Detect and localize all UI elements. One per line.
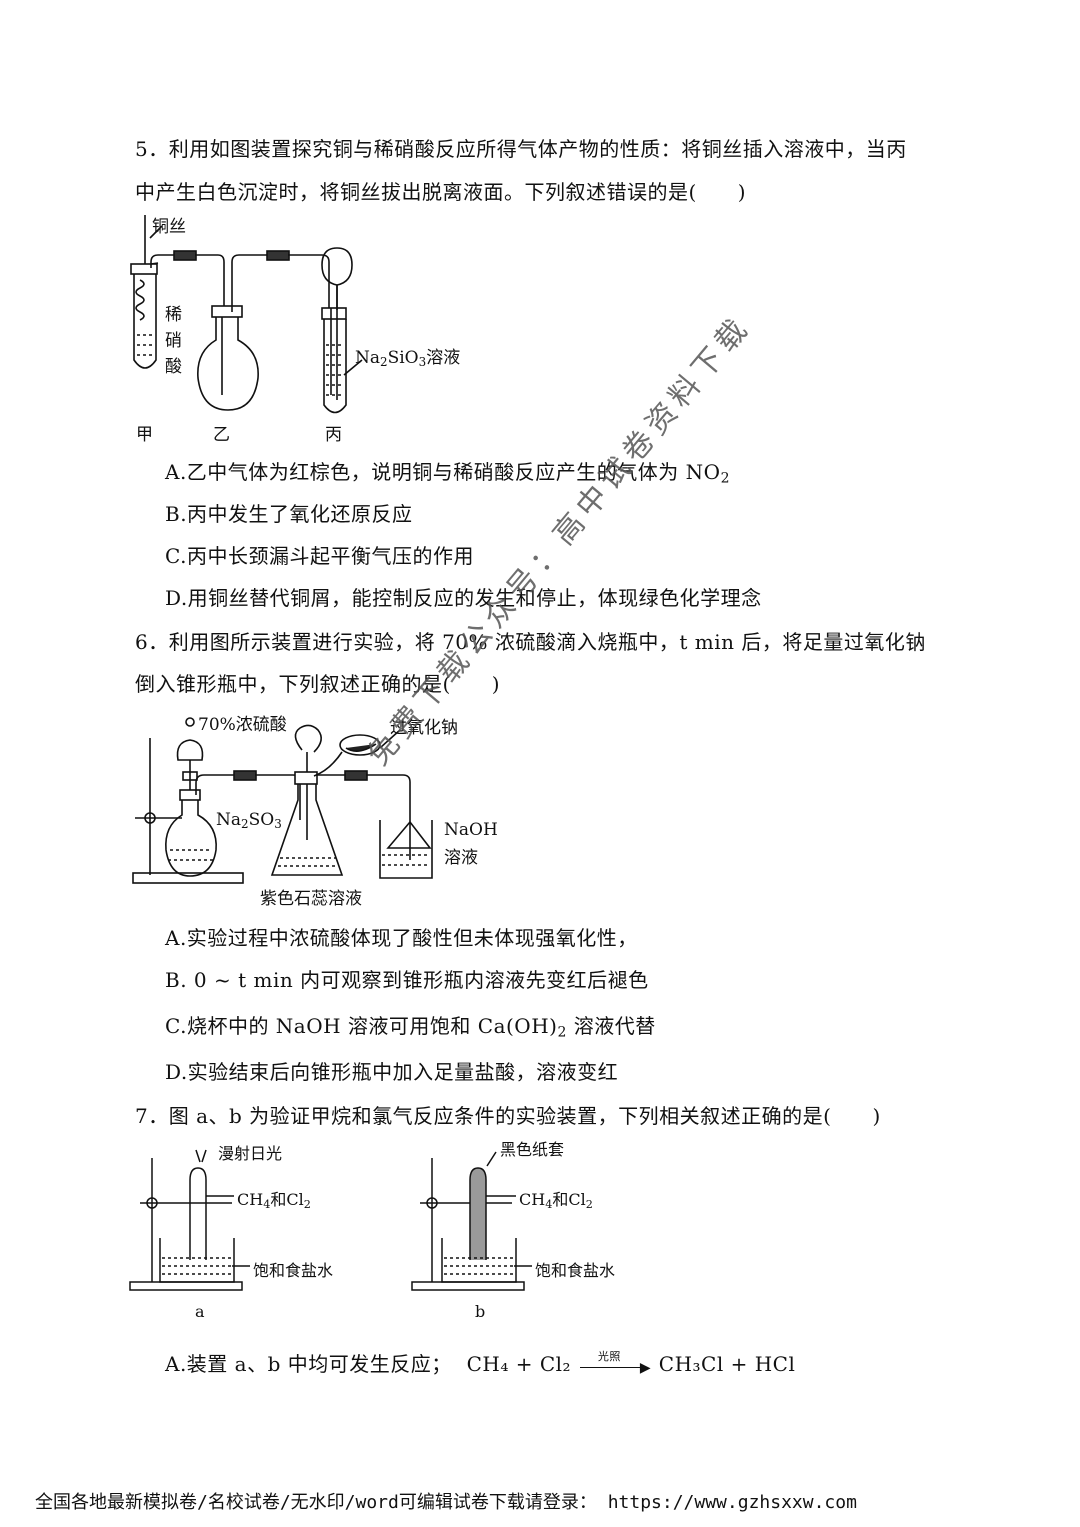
conc-sulfuric-acid-label: 70%浓硫酸 (198, 715, 287, 735)
q5-option-c: C.丙中长颈漏斗起平衡气压的作用 (165, 544, 474, 568)
reaction-left: CH₄ + Cl₂ (466, 1352, 572, 1376)
q6-option-c: C.烧杯中的 NaOH 溶液可用饱和 Ca(OH)2 溶液代替 (165, 1014, 656, 1041)
q5-option-b: B.丙中发生了氧化还原反应 (165, 502, 413, 526)
figure-b-caption: b (475, 1302, 486, 1321)
copper-wire-label: 铜丝 (152, 217, 186, 237)
q7-stem-line1: 7．图 a、b 为验证甲烷和氯气反应条件的实验装置，下列相关叙述正确的是( ) (135, 1104, 881, 1128)
label-jia: 甲 (136, 425, 153, 445)
brine-a-label: 饱和食盐水 (253, 1261, 334, 1280)
arrow-head: ▶ (639, 1359, 652, 1376)
gas-a-label: CH4和Cl2 (237, 1190, 311, 1211)
reaction-condition: 光照 (597, 1349, 621, 1363)
q6-stem-line1: 6．利用图所示装置进行实验，将 70% 浓硫酸滴入烧瓶中，t min 后，将足量… (135, 630, 926, 654)
naoh-label: NaOH (444, 820, 498, 840)
q7-option-a-text: A.装置 a、b 中均可发生反应； (165, 1352, 452, 1376)
naoh-solution-label: 溶液 (444, 848, 478, 868)
sodium-peroxide-label: 过氧化钠 (390, 718, 458, 738)
litmus-solution-label: 紫色石蕊溶液 (260, 889, 362, 909)
reaction-arrow: 光照 ▶ (579, 1350, 652, 1376)
sodium-silicate-label: Na2SiO3溶液 (355, 348, 461, 369)
q6-option-a: A.实验过程中浓硫酸体现了酸性但未体现强氧化性， (165, 926, 638, 950)
label-bing: 丙 (325, 425, 342, 445)
q5-stem-line1: 5．利用如图装置探究铜与稀硝酸反应所得气体产物的性质：将铜丝插入溶液中，当丙 (135, 137, 907, 161)
figure-a-caption: a (195, 1302, 205, 1321)
q5-stem-line2: 中产生白色沉淀时，将铜丝拔出脱离液面。下列叙述错误的是( ) (135, 180, 747, 204)
q6-option-d: D.实验结束后向锥形瓶中加入足量盐酸，溶液变红 (165, 1060, 619, 1084)
dilute-acid-label-1: 稀 (165, 305, 182, 325)
q6-option-b: B. 0 ~ t min 内可观察到锥形瓶内溶液先变红后褪色 (165, 968, 649, 992)
reaction-right: CH₃Cl + HCl (658, 1352, 796, 1376)
q7-option-a: A.装置 a、b 中均可发生反应； CH₄ + Cl₂ 光照 ▶ CH₃Cl +… (165, 1348, 795, 1377)
arrow-line (579, 1366, 644, 1368)
dilute-acid-label-2: 硝 (165, 331, 182, 351)
diffuse-light-label: 漫射日光 (218, 1144, 283, 1163)
black-cover-label: 黑色纸套 (500, 1140, 565, 1159)
q5-option-d: D.用铜丝替代铜屑，能控制反应的发生和停止，体现绿色化学理念 (165, 586, 762, 610)
dilute-acid-label-3: 酸 (165, 357, 182, 377)
q5-option-a: A.乙中气体为红棕色，说明铜与稀硝酸反应产生的气体为 NO2 (165, 460, 730, 487)
q6-stem-line2: 倒入锥形瓶中，下列叙述正确的是( ) (135, 672, 501, 696)
gas-b-label: CH4和Cl2 (519, 1190, 593, 1211)
footer-text: 全国各地最新模拟卷/名校试卷/无水印/word可编辑试卷下载请登录： https… (35, 1492, 857, 1513)
label-yi: 乙 (213, 425, 230, 445)
brine-b-label: 饱和食盐水 (535, 1261, 616, 1280)
sodium-sulfite-label: Na2SO3 (216, 810, 282, 831)
